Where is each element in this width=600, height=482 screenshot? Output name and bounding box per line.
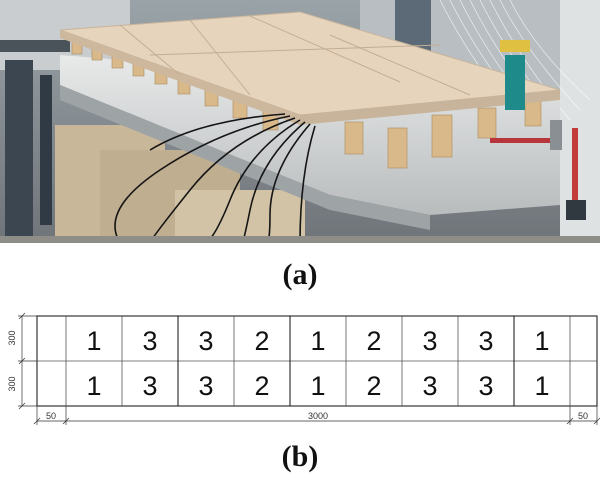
cell-r1-c4: 2 xyxy=(254,326,269,356)
cell-r1-c1: 1 xyxy=(86,326,101,356)
row-height-label-1: 300 xyxy=(7,330,17,345)
row-dimension-lines xyxy=(18,312,37,410)
cell-r2-c9: 1 xyxy=(534,371,549,401)
layout-diagram: 1 3 3 2 1 2 3 3 1 1 3 3 2 1 2 3 3 1 300 … xyxy=(7,312,600,425)
span-dimension-lines xyxy=(33,406,600,425)
cell-r2-c5: 1 xyxy=(310,371,325,401)
cell-r2-c7: 3 xyxy=(422,371,437,401)
photo-drawing xyxy=(0,0,600,243)
cell-r2-c1: 1 xyxy=(86,371,101,401)
cell-r2-c4: 2 xyxy=(254,371,269,401)
cell-r1-c7: 3 xyxy=(422,326,437,356)
panel-a-label: (a) xyxy=(282,258,318,291)
cell-r1-c6: 2 xyxy=(366,326,381,356)
dimension-middle: 3000 xyxy=(308,411,328,421)
panel-b-label: (b) xyxy=(281,440,319,473)
column-dividers xyxy=(65,316,571,406)
cell-r2-c2: 3 xyxy=(142,371,157,401)
cell-r1-c5: 1 xyxy=(310,326,325,356)
cell-r2-c6: 2 xyxy=(366,371,381,401)
dimension-right: 50 xyxy=(578,411,588,421)
cell-r1-c3: 3 xyxy=(198,326,213,356)
test-setup-photo xyxy=(0,0,600,243)
cell-r1-c9: 1 xyxy=(534,326,549,356)
cell-r1-c8: 3 xyxy=(478,326,493,356)
cell-r2-c3: 3 xyxy=(198,371,213,401)
row-height-label-2: 300 xyxy=(7,376,17,391)
cell-r2-c8: 3 xyxy=(478,371,493,401)
dimension-left: 50 xyxy=(46,411,56,421)
cell-r1-c2: 3 xyxy=(142,326,157,356)
